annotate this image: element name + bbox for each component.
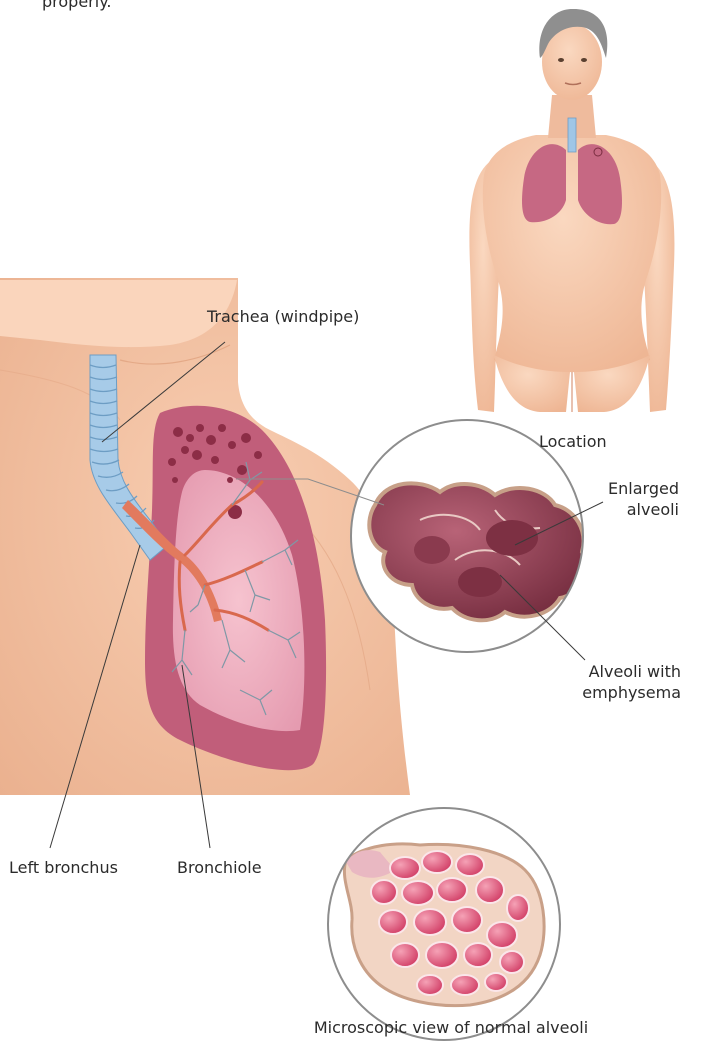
location-figure: [469, 9, 674, 412]
label-enlarged-alveoli: Enlarged alveoli: [585, 478, 679, 520]
label-emphysema-line2: emphysema: [575, 682, 681, 703]
label-emphysema-line1: Alveoli with: [575, 661, 681, 682]
label-bronchiole: Bronchiole: [177, 857, 262, 878]
label-normal-alveoli: Microscopic view of normal alveoli: [276, 1017, 626, 1038]
figure-torso: [483, 135, 661, 373]
figure-trachea: [568, 118, 576, 152]
emphysema-magnified-view: [351, 420, 586, 652]
normal-alveoli-magnified-view: [328, 808, 560, 1040]
bust-illustration: [0, 278, 410, 795]
label-location: Location: [539, 431, 607, 452]
label-left-bronchus: Left bronchus: [9, 857, 118, 878]
label-enlarged-line2: alveoli: [585, 499, 679, 520]
label-enlarged-line1: Enlarged: [585, 478, 679, 499]
label-alveoli-emphysema: Alveoli with emphysema: [575, 661, 681, 703]
intro-text-fragment: properly.: [42, 0, 111, 12]
label-trachea: Trachea (windpipe): [207, 306, 359, 327]
